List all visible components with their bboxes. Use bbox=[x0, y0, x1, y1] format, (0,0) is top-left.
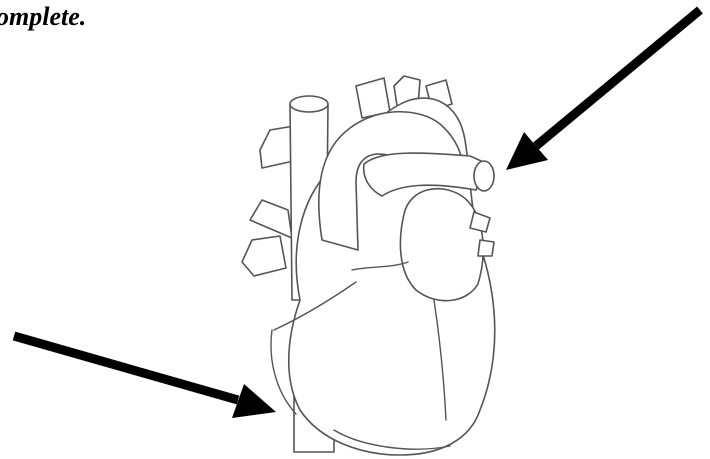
arrow-lower-left bbox=[14, 336, 276, 418]
pulmonary-artery-opening bbox=[474, 161, 494, 191]
pulmonary-vein-stubs bbox=[242, 126, 298, 276]
arrow-upper-right bbox=[506, 10, 700, 170]
superior-vena-cava-opening bbox=[290, 96, 328, 112]
left-atrium bbox=[400, 189, 483, 301]
